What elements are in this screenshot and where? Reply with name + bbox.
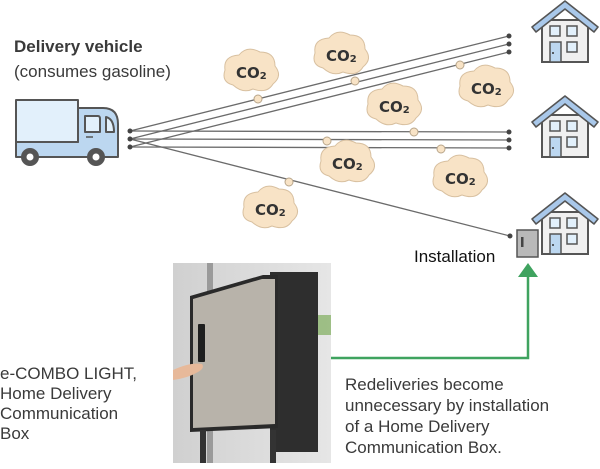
route-endpoints xyxy=(127,33,513,239)
co2-label: CO2 xyxy=(236,64,267,82)
installation-arrow xyxy=(331,263,538,360)
co2-cloud-icon: CO2 xyxy=(223,48,279,92)
product-label-line: Box xyxy=(0,424,30,443)
route-line xyxy=(129,35,510,132)
product-label-line: Home Delivery xyxy=(0,384,112,403)
route-line xyxy=(129,138,510,141)
vehicle-title: Delivery vehicle xyxy=(14,37,143,56)
co2-label: CO2 xyxy=(326,47,357,65)
cloud-connectors xyxy=(253,60,465,187)
installation-label: Installation xyxy=(414,247,496,266)
co2-label: CO2 xyxy=(379,98,410,116)
benefit-text-line: Redeliveries become xyxy=(345,375,504,394)
route-line xyxy=(129,43,510,140)
co2-cloud-icon: CO2 xyxy=(366,82,422,126)
house-icon xyxy=(531,192,599,255)
delivery-box-icon xyxy=(516,229,539,258)
product-label: e-COMBO LIGHT, Home Delivery Communicati… xyxy=(0,364,170,444)
co2-cloud-icon: CO2 xyxy=(313,31,369,75)
product-label-line: e-COMBO LIGHT, xyxy=(0,364,137,383)
product-label-line: Communication xyxy=(0,404,119,423)
benefit-text-line: unnecessary by installation xyxy=(345,396,550,415)
houses xyxy=(531,0,599,255)
co2-label: CO2 xyxy=(255,201,286,219)
route-line xyxy=(129,130,510,133)
co2-cloud-icon: CO2 xyxy=(242,185,298,229)
co2-label: CO2 xyxy=(471,80,502,98)
benefit-text-line: of a Home Delivery xyxy=(345,417,490,436)
co2-label: CO2 xyxy=(445,170,476,188)
co2-cloud-icon: CO2 xyxy=(432,154,488,198)
benefit-text: Redeliveries become unnecessary by insta… xyxy=(345,374,549,458)
delivery-routes xyxy=(129,35,511,237)
house-icon xyxy=(531,0,599,63)
delivery-box-photo xyxy=(173,263,331,463)
benefit-text-line: Communication Box. xyxy=(345,438,502,457)
route-line xyxy=(129,146,510,149)
co2-label: CO2 xyxy=(332,155,363,173)
route-line xyxy=(129,138,511,237)
delivery-truck-icon xyxy=(15,99,119,166)
house-icon xyxy=(531,95,599,158)
co2-cloud-icon: CO2 xyxy=(319,139,375,183)
co2-cloud-icon: CO2 xyxy=(458,64,514,108)
vehicle-subtitle: (consumes gasoline) xyxy=(14,62,171,81)
